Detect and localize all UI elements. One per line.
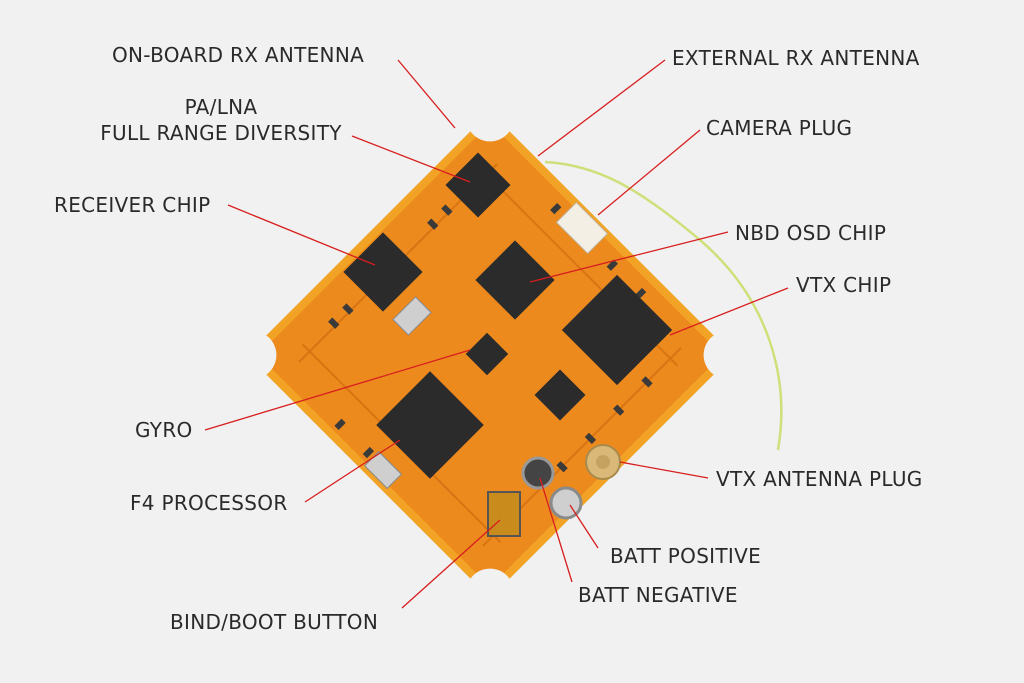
batt-positive-pad [549,486,583,520]
leader-vtx [669,287,789,336]
label-vtx-antenna-plug: VTX ANTENNA PLUG [716,467,923,491]
external-antenna-wire [544,160,783,451]
leader-bind [401,519,501,609]
leader-lines [204,59,789,609]
leader-pa-lna [351,135,471,183]
leader-ext-rx [537,59,666,157]
leader-batt-negative [539,477,573,583]
label-pa-lna: PA/LNA FULL RANGE DIVERSITY [92,94,350,146]
label-f4-processor: F4 PROCESSOR [130,491,288,515]
label-bind-boot-button: BIND/BOOT BUTTON [170,610,379,634]
f4-processor-chip [376,371,484,479]
crystal [392,296,432,336]
label-external-rx-antenna: EXTERNAL RX ANTENNA [672,46,920,70]
pa-lna-chip [445,152,511,218]
leader-camera [597,129,701,216]
leader-osd [529,231,729,283]
leader-batt-positive [569,504,599,549]
leader-gyro [204,349,471,431]
batt-negative-pad [521,456,555,490]
label-pa-lna-line2: FULL RANGE DIVERSITY [100,121,342,145]
gyro-chip [465,332,509,376]
vtx-chip [561,274,673,386]
leader-vtx-antenna [619,461,709,479]
label-pa-lna-line1: PA/LNA [184,95,258,119]
leader-receiver [227,204,376,266]
label-onboard-rx-antenna: ON-BOARD RX ANTENNA [112,43,365,67]
label-receiver-chip: RECEIVER CHIP [54,193,211,217]
label-batt-negative: BATT NEGATIVE [578,583,738,607]
label-camera-plug: CAMERA PLUG [706,116,853,140]
label-nbd-osd-chip: NBD OSD CHIP [735,221,887,245]
bind-boot-button [487,491,521,537]
camera-plug [555,201,609,255]
label-vtx-chip: VTX CHIP [796,273,892,297]
label-batt-positive: BATT POSITIVE [610,544,762,568]
small-chip-lower [534,369,586,421]
label-gyro: GYRO [135,418,193,442]
leader-f4 [304,439,401,503]
leader-onboard-rx [397,59,456,129]
receiver-chip [343,232,423,312]
